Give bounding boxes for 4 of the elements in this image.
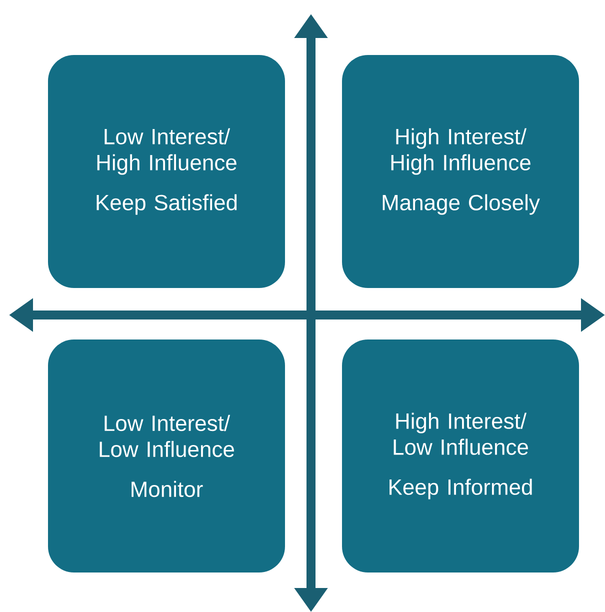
quadrant-box: High Interest/ High Influence Manage Closely [342, 55, 579, 288]
quadrant-box: Low Interest/ High Influence Keep Satisfied [48, 55, 285, 288]
quadrant-box: Low Interest/ Low Influence Monitor [48, 340, 285, 572]
quadrant-box: High Interest/ Low Influence Keep Informed [342, 340, 579, 572]
